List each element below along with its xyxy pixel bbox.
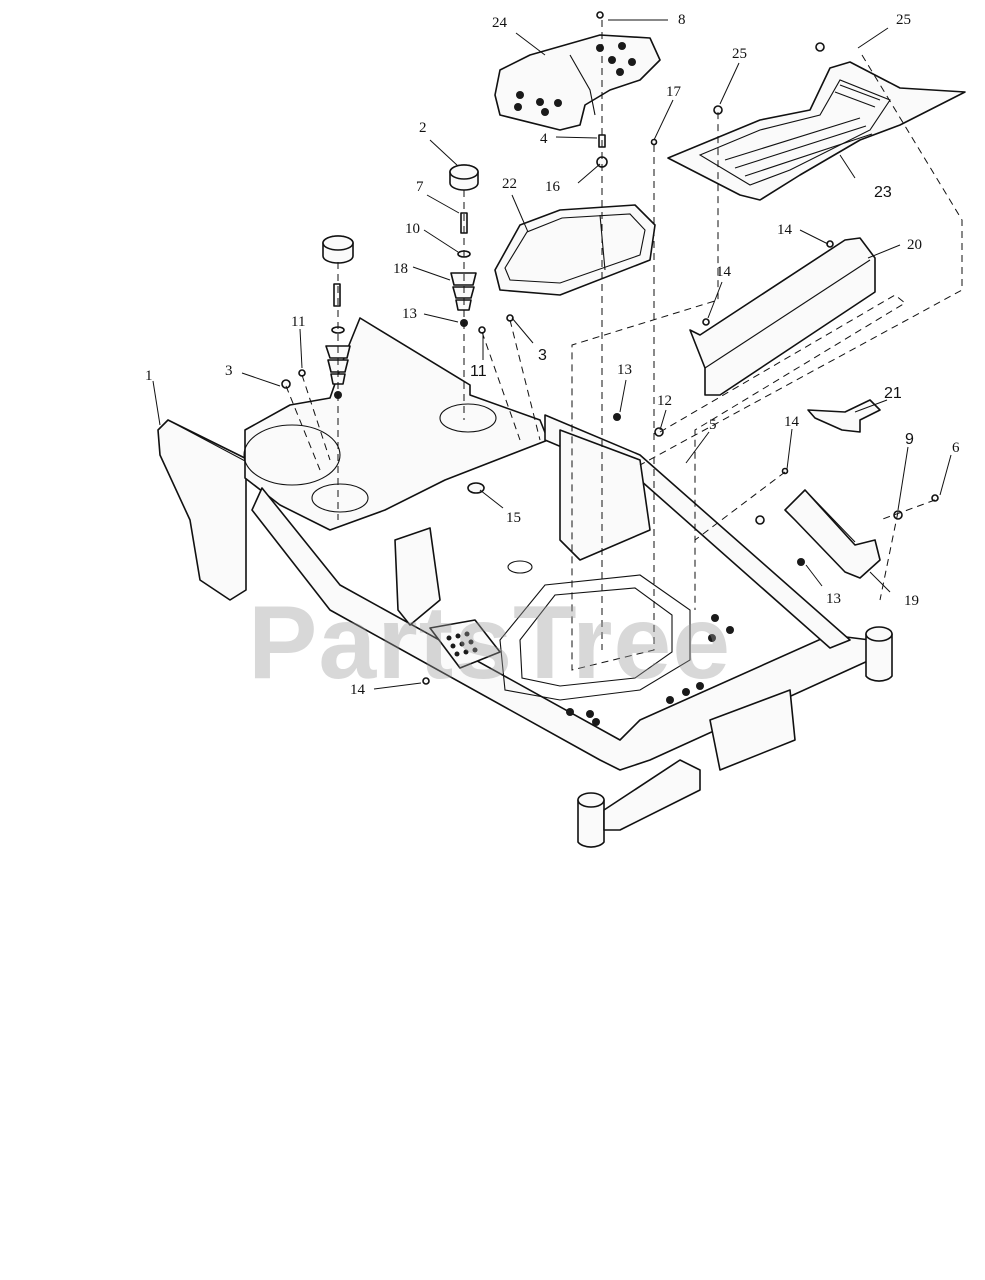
- callout-14: 14: [784, 414, 800, 430]
- alignment-lines: [285, 20, 963, 671]
- callout-6: 6: [952, 440, 960, 456]
- floor-mat[interactable]: [667, 61, 966, 201]
- side-shield[interactable]: [689, 237, 876, 396]
- callout-20: 20: [907, 237, 922, 253]
- callout-7: 7: [416, 179, 424, 195]
- main-frame[interactable]: [157, 317, 893, 848]
- callout-2: 2: [419, 120, 427, 136]
- watermark-text: PartsTree: [248, 585, 731, 701]
- callout-14: 14: [716, 264, 732, 280]
- callout-25: 25: [896, 12, 911, 28]
- mount-bracket[interactable]: [784, 489, 881, 579]
- callout-labels: 1 2 3 3 4 5 6 7 8 9 10 11 11 12 13 13 13…: [145, 12, 960, 698]
- callout-24: 24: [492, 15, 508, 31]
- callout-11: 11: [470, 363, 487, 380]
- callout-19: 19: [904, 593, 919, 609]
- spring-isolator-left[interactable]: [325, 345, 351, 385]
- callout-21: 21: [884, 385, 902, 402]
- callout-1: 1: [145, 368, 153, 384]
- callout-16: 16: [545, 179, 561, 195]
- callout-14: 14: [350, 682, 366, 698]
- callout-14: 14: [777, 222, 793, 238]
- callout-9: 9: [905, 431, 914, 448]
- callout-25: 25: [732, 46, 747, 62]
- callout-3: 3: [225, 363, 233, 379]
- callout-4: 4: [540, 131, 548, 147]
- callout-17: 17: [666, 84, 682, 100]
- callout-3: 3: [538, 347, 547, 364]
- cross-plate[interactable]: [807, 399, 881, 433]
- callout-23: 23: [874, 184, 892, 201]
- callout-5: 5: [709, 417, 717, 433]
- callout-8: 8: [678, 12, 686, 28]
- bumper-right[interactable]: [449, 164, 479, 191]
- callout-10: 10: [405, 221, 420, 237]
- bumper-left[interactable]: [322, 235, 354, 264]
- callout-22: 22: [502, 176, 517, 192]
- storage-tray[interactable]: [494, 204, 656, 296]
- callout-18: 18: [393, 261, 408, 277]
- callout-12: 12: [657, 393, 672, 409]
- callout-13: 13: [402, 306, 417, 322]
- leader-lines: [152, 19, 952, 690]
- callout-13: 13: [826, 591, 841, 607]
- callout-11: 11: [291, 314, 305, 330]
- callout-15: 15: [506, 510, 521, 526]
- callout-13: 13: [617, 362, 632, 378]
- seat-pan-cover[interactable]: [494, 34, 661, 131]
